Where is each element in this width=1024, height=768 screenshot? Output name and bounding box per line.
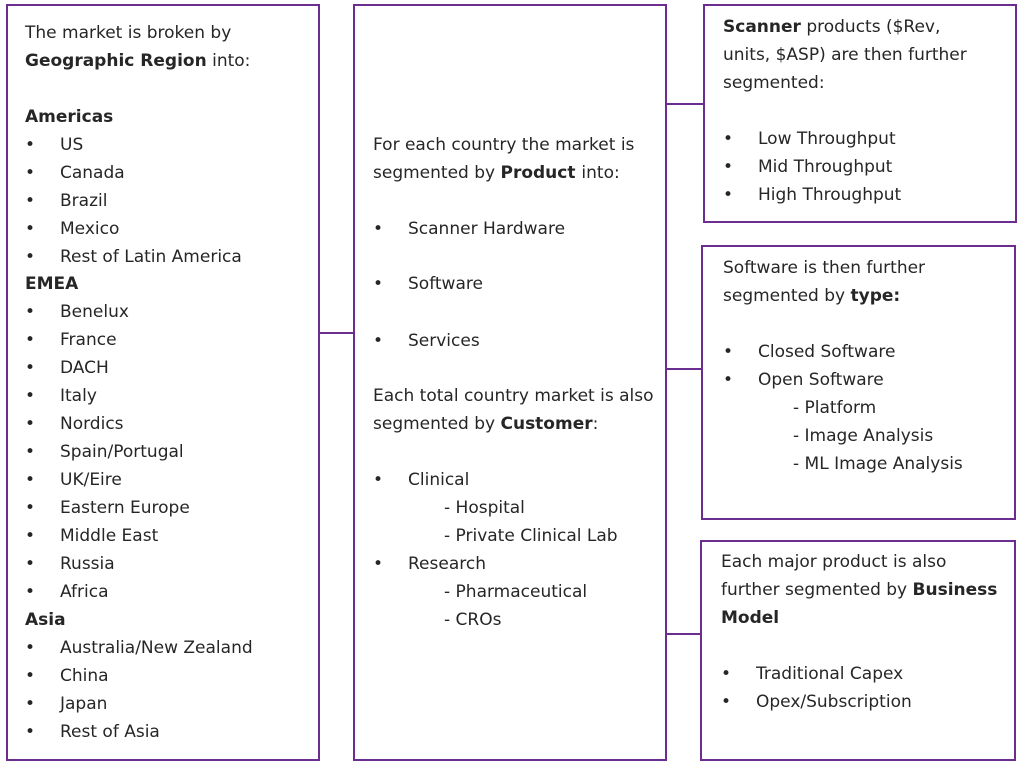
region-box: The market is broken by Geographic Regio… bbox=[6, 4, 320, 761]
region-intro-line1: The market is broken by bbox=[25, 23, 232, 43]
customer-intro: Each total country market is also segmen… bbox=[373, 386, 654, 434]
product-intro: For each country the market is segmented… bbox=[373, 135, 635, 183]
scanner-intro-line2: units, $ASP) are then further bbox=[723, 45, 967, 65]
connector-product-business bbox=[666, 633, 701, 635]
sub-item: - ML Image Analysis bbox=[793, 454, 963, 474]
sub-item: - Image Analysis bbox=[793, 426, 934, 446]
software-intro-line1: Software is then further bbox=[723, 258, 926, 278]
connector-product-scanner bbox=[666, 103, 704, 105]
software-box: Software is then further segmented by ty… bbox=[701, 245, 1016, 520]
business-intro-line2: further segmented by Business bbox=[721, 580, 998, 600]
business-box: Each major product is also further segme… bbox=[700, 540, 1016, 761]
product-box: For each country the market is segmented… bbox=[353, 4, 667, 761]
business-intro-line1: Each major product is also bbox=[721, 552, 947, 572]
connector-region-product bbox=[319, 332, 355, 334]
business-intro-line3: Model bbox=[721, 608, 780, 628]
group-title-americas: Americas bbox=[25, 107, 114, 127]
region-intro-bold: Geographic Region bbox=[25, 51, 207, 71]
sub-item: - Pharmaceutical bbox=[444, 582, 588, 602]
sub-item: - Private Clinical Lab bbox=[444, 526, 618, 546]
scanner-intro-line3: segmented: bbox=[723, 73, 825, 93]
software-intro-line2: segmented by type: bbox=[723, 286, 901, 306]
connector-product-software bbox=[666, 368, 702, 370]
sub-item: - CROs bbox=[444, 610, 502, 630]
scanner-intro-line1: Scanner products ($Rev, bbox=[723, 17, 941, 37]
scanner-box: Scanner products ($Rev, units, $ASP) are… bbox=[703, 4, 1017, 223]
group-title-emea: EMEA bbox=[25, 274, 79, 294]
sub-item: - Platform bbox=[793, 398, 877, 418]
region-intro-line2: Geographic Region into: bbox=[25, 47, 250, 75]
sub-item: - Hospital bbox=[444, 498, 525, 518]
region-intro-suffix: into: bbox=[206, 51, 251, 71]
group-title-asia: Asia bbox=[25, 610, 66, 630]
